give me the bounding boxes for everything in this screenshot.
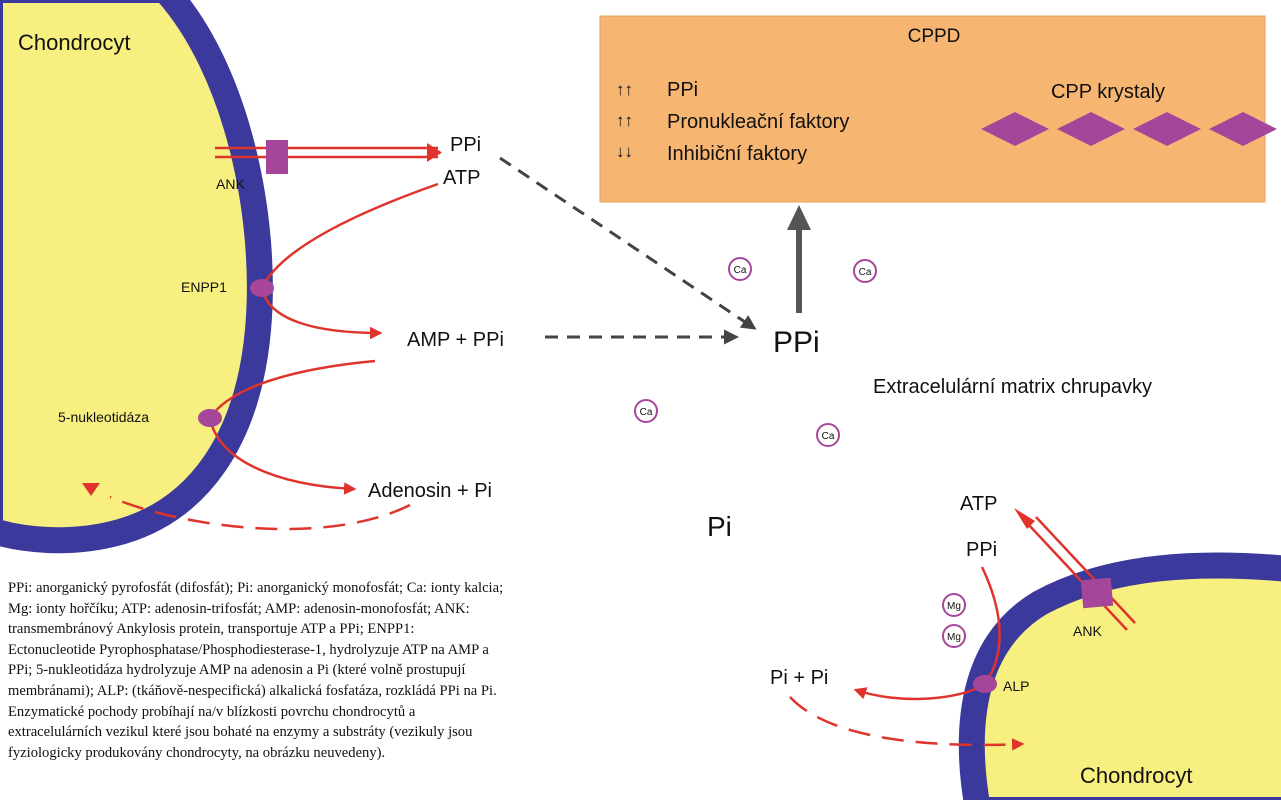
enpp1-label: ENPP1 bbox=[181, 279, 227, 295]
cpp-crystal bbox=[1133, 112, 1201, 146]
ion-ca-ring bbox=[728, 257, 752, 281]
ank-left-label: ANK bbox=[216, 176, 245, 192]
adenosin-reentry-arrowhead bbox=[82, 483, 100, 496]
cpp-crystal bbox=[981, 112, 1049, 146]
ank-right-arrowhead bbox=[1014, 508, 1035, 529]
caption-line: Enzymatické pochody probíhají na/v blízk… bbox=[8, 703, 416, 720]
nucleotidase-to-adenosin-arrow bbox=[208, 417, 357, 495]
cppd-box: CPPD ↑↑ PPi ↑↑ Pronukleační faktory ↓↓ I… bbox=[599, 15, 1277, 203]
ion-ca: Ca bbox=[816, 423, 840, 447]
ion-ca-ring bbox=[634, 399, 658, 423]
ion-ca-label: Ca bbox=[859, 267, 872, 278]
ion-ca-label: Ca bbox=[640, 407, 653, 418]
ank-left-protein bbox=[266, 140, 288, 174]
alp-reaction: ALP bbox=[853, 566, 1029, 701]
cppd-box-background bbox=[599, 15, 1266, 203]
atp-to-enpp1-curve bbox=[260, 182, 439, 289]
ion-ca-label: Ca bbox=[734, 265, 747, 276]
caption-line: PPi: anorganický pyrofosfát (difosfát); … bbox=[8, 580, 504, 596]
chondrocyte-bottom-right: Chondrocyt bbox=[958, 552, 1281, 800]
caption-line: PPi; 5-nukleotidáza hydrolyzuje AMP na a… bbox=[8, 662, 466, 679]
ion-ca-ring bbox=[816, 423, 840, 447]
cppd-title: CPPD bbox=[908, 26, 961, 47]
pi-reentry-dashed-arrow bbox=[789, 696, 1025, 751]
ion-ca: Ca bbox=[853, 259, 877, 283]
ion-ca: Ca bbox=[634, 399, 658, 423]
ank-right-label: ANK bbox=[1073, 623, 1102, 639]
ion-mg-ring bbox=[942, 624, 966, 648]
ion-mg-ring bbox=[942, 593, 966, 617]
enpp1-reaction: ENPP1 bbox=[181, 182, 439, 340]
molecule-adenosin-pi: Adenosin + Pi bbox=[368, 480, 492, 502]
cpp-crystal bbox=[1057, 112, 1125, 146]
caption-line: transmembránový Ankylosis protein, trans… bbox=[8, 621, 415, 638]
nucleotidase-label: 5-nukleotidáza bbox=[58, 409, 149, 425]
adenosin-reentry-arrow bbox=[82, 483, 411, 531]
ion-mg-label: Mg bbox=[947, 632, 961, 643]
ppi-to-cppd-arrowhead bbox=[787, 205, 811, 230]
cppd-row-3-arrows: ↓↓ bbox=[616, 142, 633, 161]
alp-enzyme bbox=[973, 675, 997, 693]
molecule-ppi-top: PPi bbox=[450, 134, 481, 156]
molecule-amp-ppi: AMP + PPi bbox=[407, 329, 504, 351]
legend-caption: PPi: anorganický pyrofosfát (difosfát); … bbox=[8, 578, 698, 763]
cppd-row-1-arrows: ↑↑ bbox=[616, 80, 633, 99]
alp-label: ALP bbox=[1003, 678, 1029, 694]
chondrocyte-bottom-right-membrane bbox=[958, 552, 1281, 800]
enpp1-enzyme bbox=[250, 279, 274, 297]
ion-mg: Mg bbox=[942, 593, 966, 617]
nucleotidase-enzyme bbox=[198, 409, 222, 427]
cpp-crystals-label: CPP krystaly bbox=[1051, 81, 1165, 103]
nucleotidase-reaction: 5-nukleotidáza bbox=[58, 359, 376, 495]
chondrocyte-bottom-right-label: Chondrocyt bbox=[1080, 763, 1193, 788]
cpp-crystals bbox=[981, 112, 1277, 146]
caption-line: extracelulárních vezikul které jsou boha… bbox=[8, 724, 473, 741]
caption-line: Mg: ionty hořčíku; ATP: adenosin-trifosf… bbox=[8, 600, 470, 617]
chondrocyte-top-left-label: Chondrocyt bbox=[18, 30, 131, 55]
cppd-row-1-text: PPi bbox=[667, 79, 698, 101]
ion-ca: Ca bbox=[728, 257, 752, 281]
molecule-pi-pi: Pi + Pi bbox=[770, 667, 828, 689]
chondrocyte-top-left-membrane bbox=[0, 0, 273, 554]
ank-right-arrow-line-1 bbox=[1027, 523, 1128, 631]
ion-ca-ring bbox=[853, 259, 877, 283]
molecule-pi-center: Pi bbox=[707, 511, 732, 542]
ppi-to-center-dashed-arrow bbox=[499, 156, 757, 330]
ank-right-protein bbox=[1080, 577, 1114, 609]
cppd-row-2-text: Pronukleační faktory bbox=[667, 111, 849, 133]
ion-mg-label: Mg bbox=[947, 601, 961, 612]
cppd-row-2-arrows: ↑↑ bbox=[616, 111, 633, 130]
caption-line: Ectonucleotide Pyrophosphatase/Phosphodi… bbox=[8, 641, 489, 658]
cppd-row-3-text: Inhibiční faktory bbox=[667, 143, 807, 165]
molecule-ppi-center: PPi bbox=[773, 326, 820, 359]
amp-to-nucleotidase-curve bbox=[208, 359, 376, 419]
ppi-to-alp-curve bbox=[980, 566, 1001, 685]
ank-left-transport: ANK bbox=[215, 140, 442, 192]
ppi-to-cppd-arrow bbox=[787, 205, 811, 313]
ion-ca-label: Ca bbox=[822, 431, 835, 442]
chondrocyte-top-left: Chondrocyt bbox=[0, 0, 273, 554]
ion-mg: Mg bbox=[942, 624, 966, 648]
enpp1-to-amp-arrow bbox=[260, 287, 383, 340]
caption-line: fyziologicky produkovány chondrocyty, na… bbox=[8, 744, 386, 761]
molecule-atp-top: ATP bbox=[443, 167, 480, 189]
adenosin-reentry-dashed-line bbox=[109, 495, 411, 531]
caption-line: membránami); ALP: (tkáňově-nespecifická)… bbox=[8, 682, 497, 699]
ank-left-arrowhead bbox=[427, 143, 442, 162]
matrix-label: Extracelulární matrix chrupavky bbox=[873, 376, 1152, 398]
molecule-ppi-right: PPi bbox=[966, 539, 997, 561]
ank-right-arrow-line-2 bbox=[1035, 516, 1136, 624]
ank-right-transport: ANK bbox=[1014, 508, 1136, 639]
molecule-atp-right: ATP bbox=[960, 493, 997, 515]
cpp-crystal bbox=[1209, 112, 1277, 146]
